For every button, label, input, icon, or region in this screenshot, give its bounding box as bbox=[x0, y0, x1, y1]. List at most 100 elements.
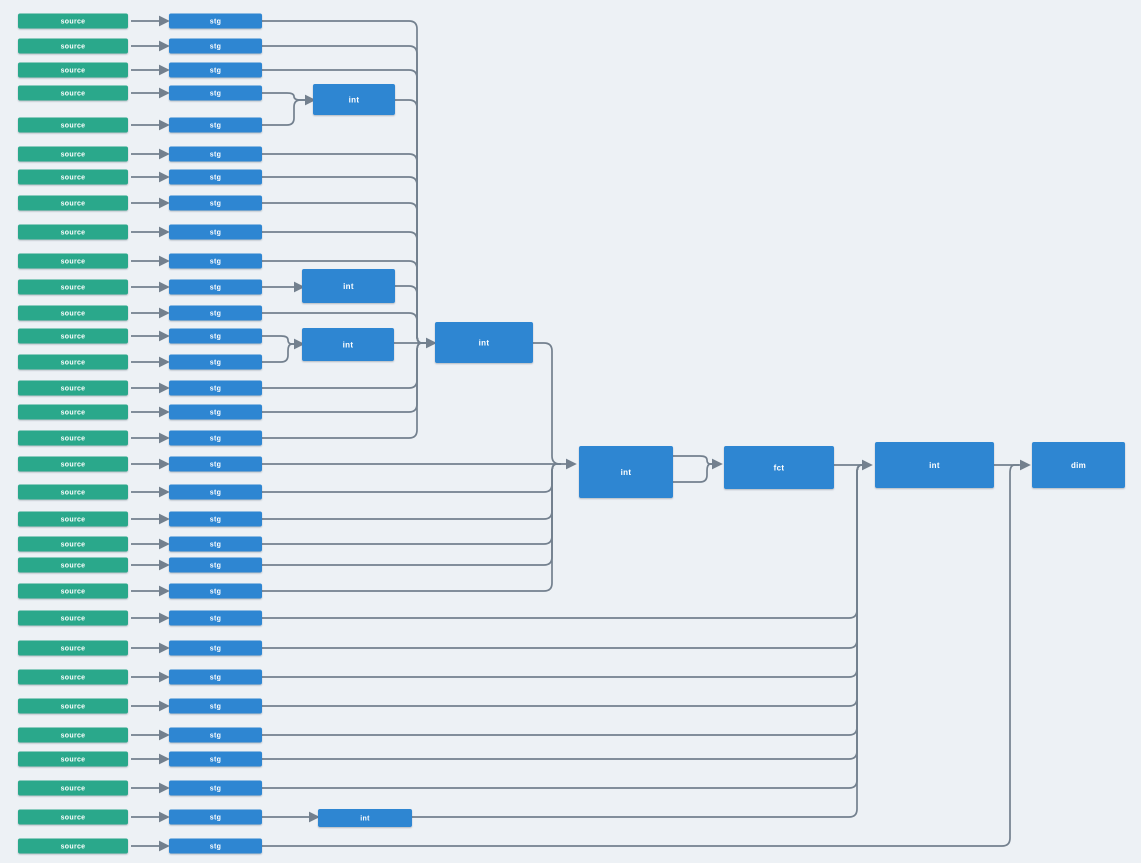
node-stg-2[interactable]: stg bbox=[169, 38, 262, 54]
node-box bbox=[18, 62, 128, 78]
node-layer: source stg source stg source stg source stg sour… bbox=[18, 13, 1125, 854]
node-source-29[interactable]: source bbox=[18, 751, 128, 767]
node-source-26[interactable]: source bbox=[18, 669, 128, 685]
node-source-1[interactable]: source bbox=[18, 13, 128, 29]
node-box bbox=[18, 698, 128, 714]
node-box bbox=[18, 511, 128, 527]
node-stg-21[interactable]: stg bbox=[169, 536, 262, 552]
node-stg-12[interactable]: stg bbox=[169, 305, 262, 321]
node-source-6[interactable]: source bbox=[18, 146, 128, 162]
node-source-28[interactable]: source bbox=[18, 727, 128, 743]
node-stg-22[interactable]: stg bbox=[169, 557, 262, 573]
node-stg-7[interactable]: stg bbox=[169, 169, 262, 185]
node-label: int bbox=[343, 340, 354, 349]
node-stg-23[interactable]: stg bbox=[169, 583, 262, 599]
node-label: source bbox=[61, 844, 86, 851]
node-stg-30[interactable]: stg bbox=[169, 780, 262, 796]
node-stg-9[interactable]: stg bbox=[169, 224, 262, 240]
node-source-27[interactable]: source bbox=[18, 698, 128, 714]
node-stg-28[interactable]: stg bbox=[169, 727, 262, 743]
node-stg-4[interactable]: stg bbox=[169, 85, 262, 101]
node-stg-26[interactable]: stg bbox=[169, 669, 262, 685]
node-source-7[interactable]: source bbox=[18, 169, 128, 185]
node-box bbox=[169, 809, 262, 825]
node-source-24[interactable]: source bbox=[18, 610, 128, 626]
node-stg-16[interactable]: stg bbox=[169, 404, 262, 420]
node-label: source bbox=[61, 152, 86, 159]
node-source-3[interactable]: source bbox=[18, 62, 128, 78]
node-source-11[interactable]: source bbox=[18, 279, 128, 295]
node-label: stg bbox=[210, 490, 221, 497]
node-dim[interactable]: dim bbox=[1032, 442, 1125, 488]
node-source-22[interactable]: source bbox=[18, 557, 128, 573]
node-int7[interactable]: int bbox=[318, 809, 412, 827]
node-stg-8[interactable]: stg bbox=[169, 195, 262, 211]
node-stg-32[interactable]: stg bbox=[169, 838, 262, 854]
node-int2[interactable]: int bbox=[302, 269, 395, 303]
node-source-18[interactable]: source bbox=[18, 456, 128, 472]
node-source-12[interactable]: source bbox=[18, 305, 128, 321]
node-label: int bbox=[360, 816, 370, 823]
node-stg-3[interactable]: stg bbox=[169, 62, 262, 78]
node-label: source bbox=[61, 675, 86, 682]
node-source-31[interactable]: source bbox=[18, 809, 128, 825]
node-stg-29[interactable]: stg bbox=[169, 751, 262, 767]
node-source-14[interactable]: source bbox=[18, 354, 128, 370]
node-int4[interactable]: int bbox=[435, 322, 533, 363]
node-box bbox=[169, 354, 262, 370]
node-source-15[interactable]: source bbox=[18, 380, 128, 396]
node-box bbox=[169, 751, 262, 767]
node-fct[interactable]: fct bbox=[724, 446, 834, 489]
node-source-20[interactable]: source bbox=[18, 511, 128, 527]
node-source-5[interactable]: source bbox=[18, 117, 128, 133]
node-source-4[interactable]: source bbox=[18, 85, 128, 101]
node-source-8[interactable]: source bbox=[18, 195, 128, 211]
node-stg-6[interactable]: stg bbox=[169, 146, 262, 162]
node-stg-27[interactable]: stg bbox=[169, 698, 262, 714]
node-stg-5[interactable]: stg bbox=[169, 117, 262, 133]
node-source-32[interactable]: source bbox=[18, 838, 128, 854]
node-stg-10[interactable]: stg bbox=[169, 253, 262, 269]
edge bbox=[262, 464, 866, 707]
node-label: source bbox=[61, 757, 86, 764]
node-label: source bbox=[61, 542, 86, 549]
node-int5[interactable]: int bbox=[579, 446, 673, 498]
node-label: stg bbox=[210, 334, 221, 341]
node-box bbox=[169, 146, 262, 162]
node-source-17[interactable]: source bbox=[18, 430, 128, 446]
node-source-16[interactable]: source bbox=[18, 404, 128, 420]
node-box bbox=[18, 354, 128, 370]
node-source-9[interactable]: source bbox=[18, 224, 128, 240]
node-stg-19[interactable]: stg bbox=[169, 484, 262, 500]
node-box bbox=[435, 322, 533, 363]
node-int3[interactable]: int bbox=[302, 328, 394, 361]
node-source-2[interactable]: source bbox=[18, 38, 128, 54]
node-source-13[interactable]: source bbox=[18, 328, 128, 344]
node-stg-11[interactable]: stg bbox=[169, 279, 262, 295]
node-stg-31[interactable]: stg bbox=[169, 809, 262, 825]
node-stg-1[interactable]: stg bbox=[169, 13, 262, 29]
node-stg-25[interactable]: stg bbox=[169, 640, 262, 656]
edge bbox=[262, 92, 316, 106]
node-box bbox=[18, 38, 128, 54]
node-stg-18[interactable]: stg bbox=[169, 456, 262, 472]
node-int6[interactable]: int bbox=[875, 442, 994, 488]
node-stg-13[interactable]: stg bbox=[169, 328, 262, 344]
node-source-25[interactable]: source bbox=[18, 640, 128, 656]
edge bbox=[262, 343, 296, 363]
node-source-23[interactable]: source bbox=[18, 583, 128, 599]
node-source-19[interactable]: source bbox=[18, 484, 128, 500]
node-stg-14[interactable]: stg bbox=[169, 354, 262, 370]
node-int1[interactable]: int bbox=[313, 84, 395, 115]
node-source-10[interactable]: source bbox=[18, 253, 128, 269]
node-stg-24[interactable]: stg bbox=[169, 610, 262, 626]
node-source-30[interactable]: source bbox=[18, 780, 128, 796]
node-stg-15[interactable]: stg bbox=[169, 380, 262, 396]
node-stg-20[interactable]: stg bbox=[169, 511, 262, 527]
node-box bbox=[18, 809, 128, 825]
node-label: source bbox=[61, 68, 86, 75]
node-source-21[interactable]: source bbox=[18, 536, 128, 552]
edge bbox=[262, 463, 561, 545]
node-stg-17[interactable]: stg bbox=[169, 430, 262, 446]
